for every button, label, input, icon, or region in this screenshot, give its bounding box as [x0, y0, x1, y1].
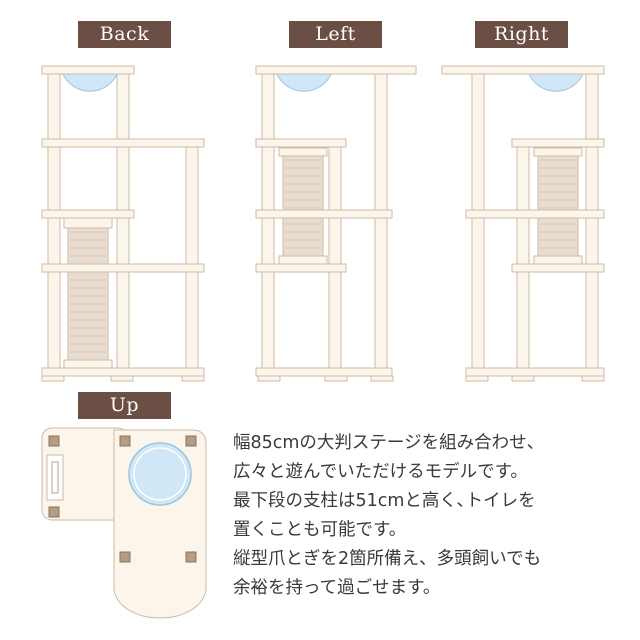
right-view-label: Right — [475, 21, 568, 48]
description-line: 余裕を持って過ごせます。 — [233, 578, 441, 598]
description-line: 縦型爪とぎを2箇所備え、多頭飼いでも — [233, 549, 542, 569]
up-view-label: Up — [78, 392, 171, 419]
product-description: 幅85cmの大判ステージを組み合わせ、 広々と遊んでいただけるモデルです。 最下… — [233, 429, 633, 603]
back-view-label: Back — [78, 21, 171, 48]
description-line: 広々と遊んでいただけるモデルです。 — [233, 462, 528, 482]
description-line: 幅85cmの大判ステージを組み合わせ、 — [233, 433, 545, 453]
description-line: 最下段の支柱は51cmと高く､トイレを — [233, 491, 536, 511]
left-view-label: Left — [289, 21, 382, 48]
description-line: 置くことも可能です。 — [233, 520, 407, 540]
